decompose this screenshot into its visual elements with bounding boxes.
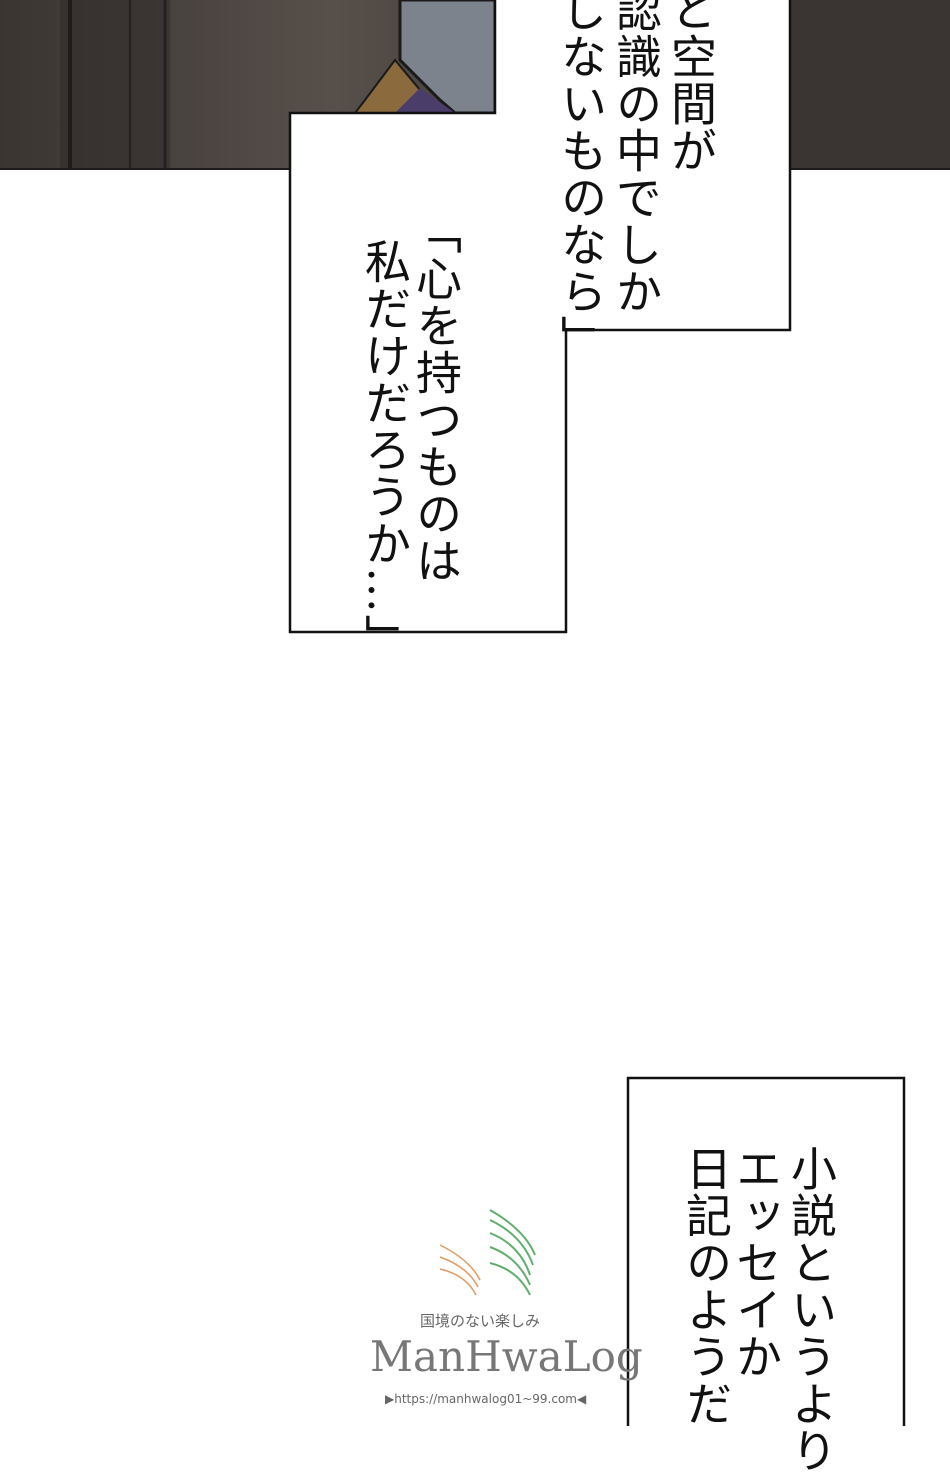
caption-text-column: 小説というより (784, 1145, 838, 1474)
caption-text-column: と空間が (664, 0, 718, 174)
quote-text-column: 私だけだろうか…」 (358, 238, 412, 661)
caption-box-shapes (288, 0, 906, 1426)
caption-text-column: エッセイか (729, 1145, 783, 1380)
caption-text-column: 日記のようだ (679, 1145, 733, 1427)
caption-text-column: しないものなら」 (554, 0, 608, 362)
panel-illustration (60, 0, 950, 168)
manga-panel-art (0, 0, 950, 170)
caption-text-column: 認識の中でしか (609, 0, 663, 315)
quote-text-column: 「心を持つものは (409, 208, 463, 584)
